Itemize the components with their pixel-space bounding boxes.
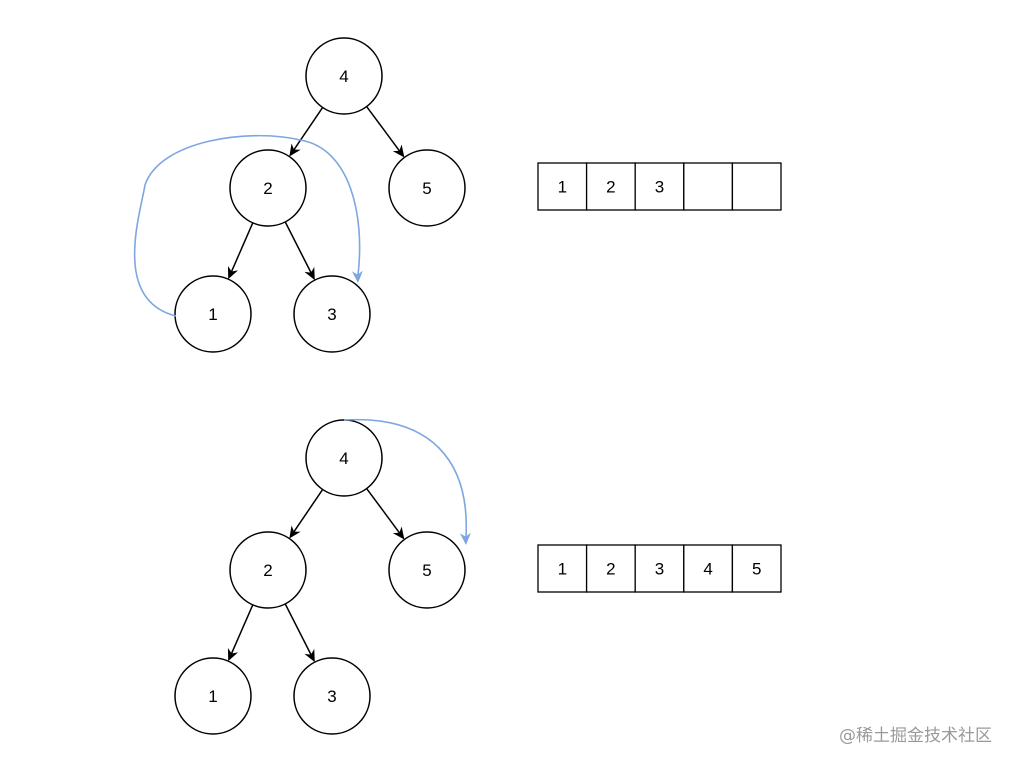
tree-node-circle — [388, 149, 466, 227]
tree-node-5: 5 — [388, 149, 466, 227]
tree-node-3: 3 — [293, 275, 371, 353]
tree-node-label: 3 — [327, 305, 336, 324]
edge-arrowhead — [392, 526, 405, 540]
array-cell — [731, 162, 782, 211]
tree-node-4: 4 — [305, 37, 383, 115]
tree-node-label: 1 — [208, 687, 217, 706]
tree-node-label: 4 — [339, 67, 348, 86]
array-cell-value: 3 — [655, 178, 664, 197]
tree-node-circle — [174, 275, 252, 353]
array-cell — [537, 544, 588, 593]
tree-node-circle — [388, 531, 466, 609]
tree-node-circle — [293, 275, 371, 353]
tree-node-circle — [174, 657, 252, 735]
tree-edge-n2-n3 — [284, 221, 313, 276]
watermark: @稀土掘金技术社区 — [839, 726, 992, 746]
tree-node-label: 2 — [263, 561, 272, 580]
tree-node-label: 5 — [422, 179, 431, 198]
array-cell-value: 2 — [606, 560, 615, 579]
result-array: 1 2 3 — [537, 162, 782, 211]
traversal-curve — [133, 134, 361, 317]
edge-arrowhead — [289, 143, 301, 157]
tree-node-label: 3 — [327, 687, 336, 706]
edge-arrowhead — [304, 648, 315, 663]
tree-node-circle — [229, 531, 307, 609]
array-cell — [731, 544, 782, 593]
array-cell-value: 1 — [558, 178, 567, 197]
edge-arrowhead — [289, 525, 301, 539]
tree-node-circle — [305, 37, 383, 115]
edge-arrowhead — [304, 266, 315, 281]
edge-arrowhead — [227, 647, 239, 662]
array-cell — [683, 544, 734, 593]
edge-arrowhead — [392, 144, 405, 158]
array-cell — [683, 162, 734, 211]
tree-edge-n4-n2 — [292, 107, 324, 153]
tree-node-1: 1 — [174, 657, 252, 735]
array-cell — [634, 544, 685, 593]
array-cell-value: 4 — [703, 560, 712, 579]
tree-edge-n2-n3 — [284, 603, 313, 658]
tree-node-4: 4 — [305, 419, 383, 497]
tree-node-circle — [293, 657, 371, 735]
tree-edge-n4-n5 — [366, 106, 402, 154]
array-cell-value: 5 — [752, 560, 761, 579]
diagram-step-1: 4 2 5 1 3 1 2 3 — [133, 37, 782, 353]
tree-node-label: 4 — [339, 449, 348, 468]
traversal-curve — [343, 418, 468, 538]
result-array: 1 2 3 4 5 — [537, 544, 782, 593]
tree-node-3: 3 — [293, 657, 371, 735]
traversal-arrow — [133, 134, 363, 317]
tree-edge-n4-n5 — [366, 488, 402, 536]
array-cell-value: 2 — [606, 178, 615, 197]
tree-edge-n2-n1 — [229, 604, 254, 656]
traversal-arrowhead — [459, 532, 471, 545]
tree-node-2: 2 — [229, 531, 307, 609]
tree-node-label: 5 — [422, 561, 431, 580]
tree-node-2: 2 — [229, 149, 307, 227]
tree-node-label: 1 — [208, 305, 217, 324]
array-cell-value: 3 — [655, 560, 664, 579]
tree-node-circle — [229, 149, 307, 227]
tree-edge-n4-n2 — [292, 489, 324, 535]
tree-node-5: 5 — [388, 531, 466, 609]
edge-arrowhead — [227, 265, 239, 280]
tree-edge-n2-n1 — [229, 222, 254, 274]
tree-node-1: 1 — [174, 275, 252, 353]
traversal-arrowhead — [351, 270, 363, 283]
traversal-arrow — [343, 418, 471, 545]
array-cell-value: 1 — [558, 560, 567, 579]
diagram-step-2: 4 2 5 1 3 1 2 3 4 5 — [174, 418, 782, 735]
tree-node-label: 2 — [263, 179, 272, 198]
